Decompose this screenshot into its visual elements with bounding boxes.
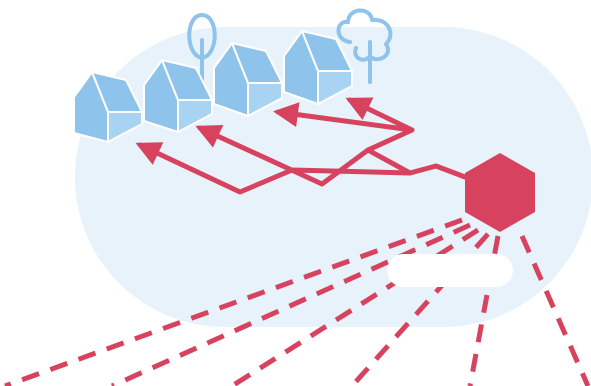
connector-to-house-2	[195, 124, 413, 187]
house-icon	[283, 30, 353, 105]
ray-2	[110, 222, 472, 386]
hub-hexagon-icon	[465, 153, 535, 232]
ray-6	[519, 234, 591, 386]
connector-to-house-4	[345, 97, 415, 133]
ray-3	[230, 227, 480, 386]
house-icon	[143, 59, 213, 133]
connector-lines	[135, 97, 468, 195]
tree-left-icon	[187, 13, 217, 82]
ray-1	[4, 217, 463, 386]
house-icon	[73, 71, 143, 143]
house-icon	[213, 42, 283, 117]
connector-to-house-1	[135, 142, 468, 195]
ray-5	[467, 235, 501, 386]
label-pill	[387, 254, 513, 287]
tree-right-icon	[336, 8, 393, 84]
